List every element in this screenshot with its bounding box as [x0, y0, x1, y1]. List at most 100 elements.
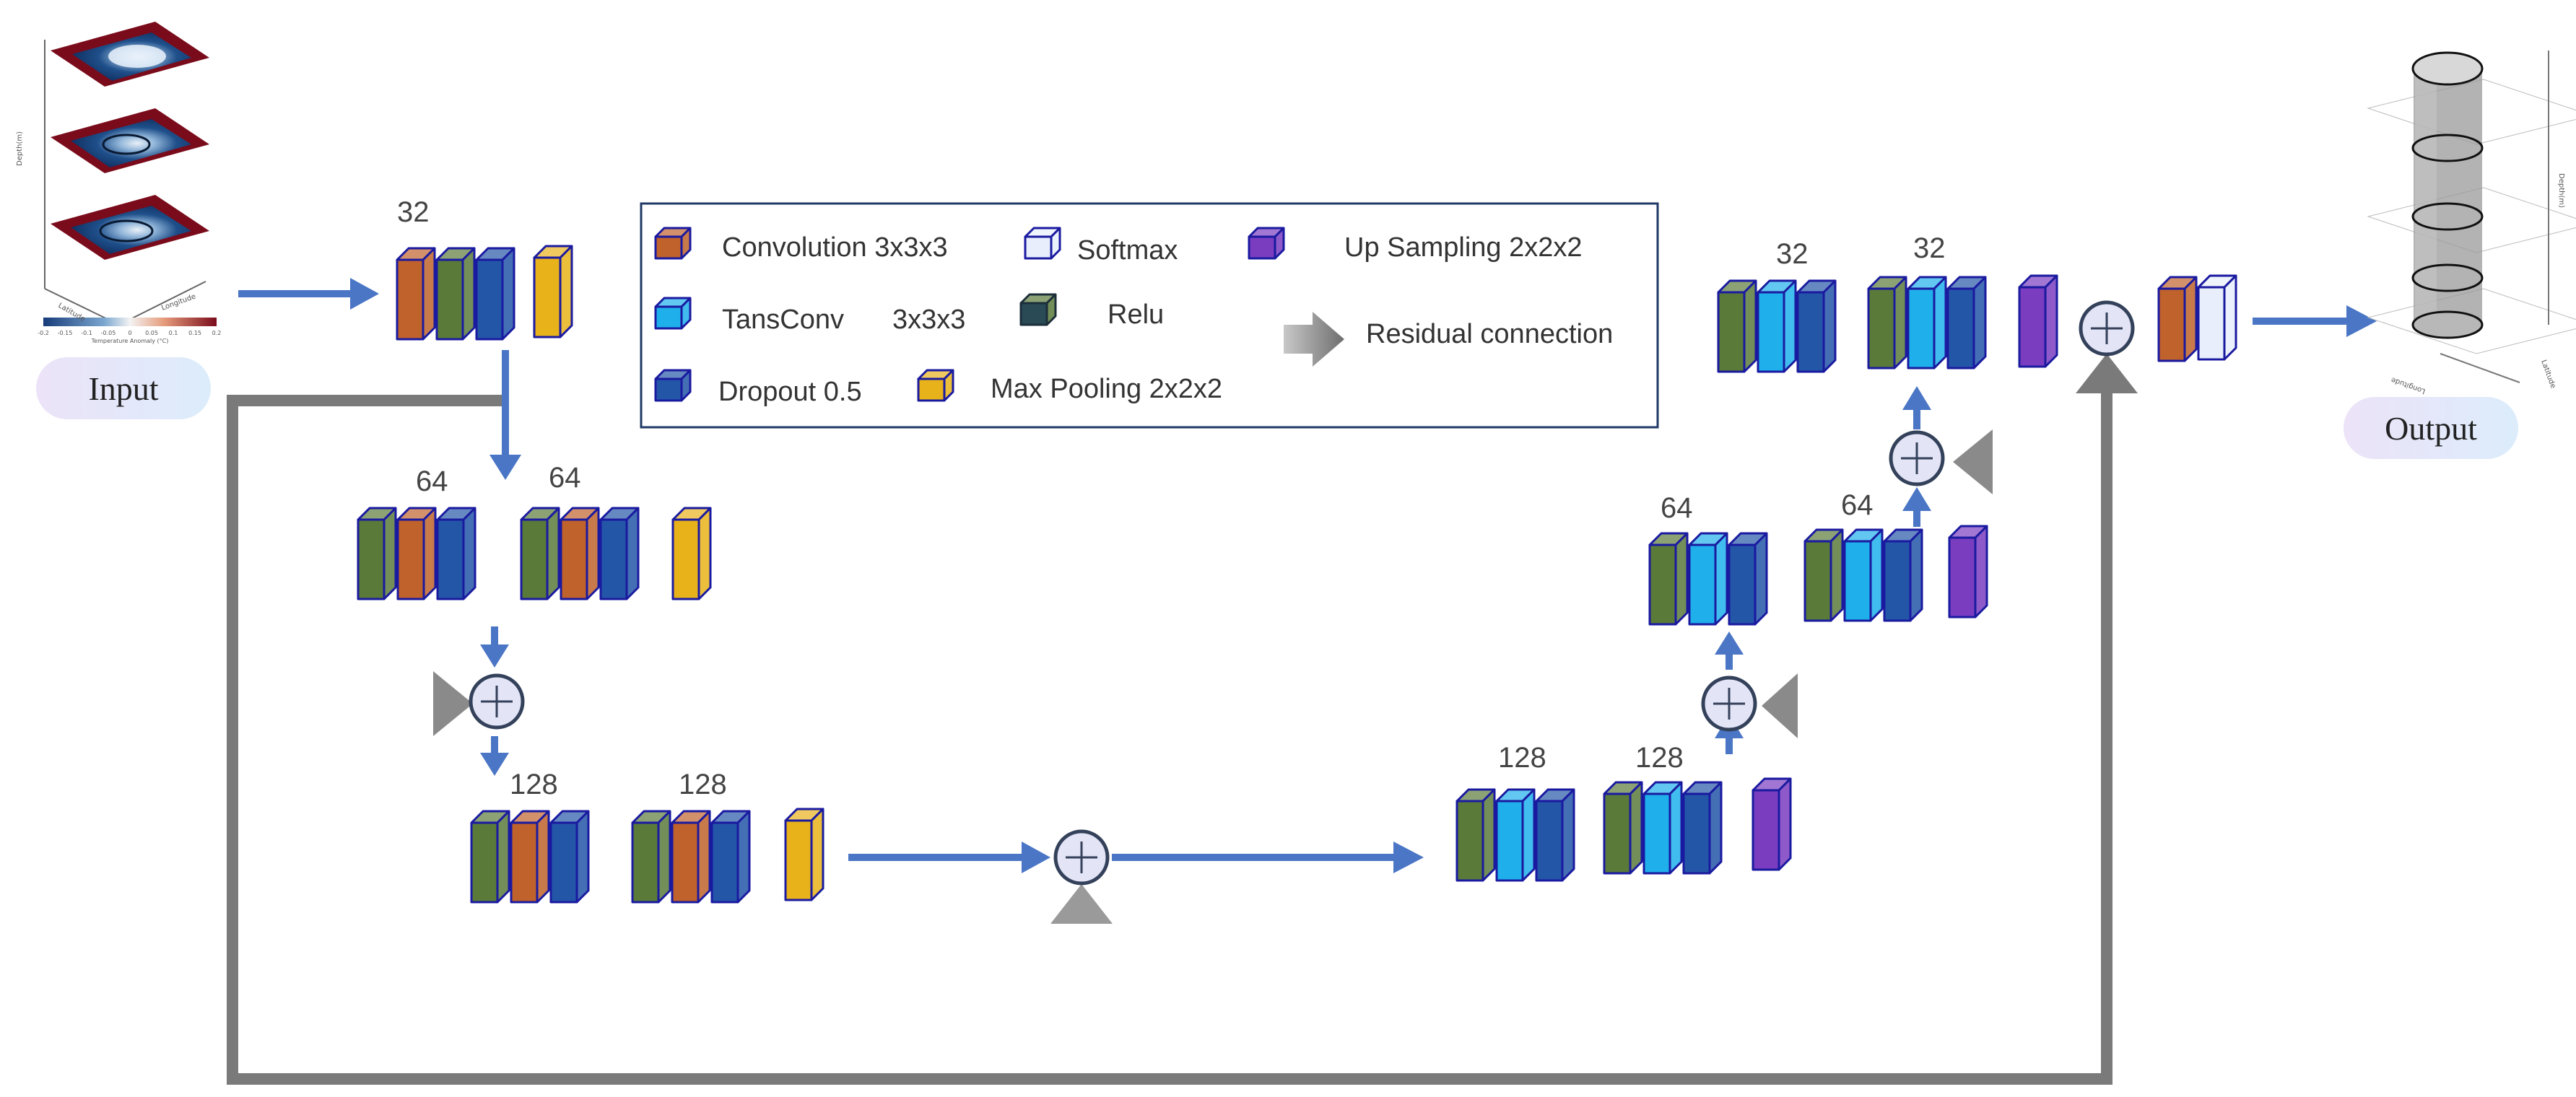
- input-colorbar-tick: -0.05: [101, 330, 116, 336]
- legend-maxpool-label: Max Pooling 2x2x2: [991, 374, 1223, 404]
- count-enc3b: 128: [679, 769, 727, 800]
- count-dec2a: 64: [1661, 492, 1693, 524]
- skip-dec3-arrowhead: [1762, 673, 1798, 738]
- input-colorbar-tick: 0: [128, 330, 131, 336]
- output-plot-xlabel: Longitude: [2390, 375, 2427, 395]
- dec2a-dropout-block-3: [1728, 532, 1768, 626]
- input-slice-bottom: [51, 195, 209, 260]
- count-enc2b: 64: [549, 462, 581, 494]
- legend-softmax-label: Softmax: [1077, 235, 1178, 266]
- dec2-upsampling-block: [1948, 525, 1988, 619]
- input-colorbar-label: Temperature Anomaly (°C): [91, 338, 169, 344]
- legend-upsampling-icon: [1248, 227, 1285, 260]
- legend-frame: [640, 202, 1659, 429]
- skip-enc2-arrowhead: [433, 671, 473, 736]
- enc2b-relu-block-1: [520, 507, 560, 600]
- enc3a-dropout-block-3: [549, 810, 590, 904]
- dec2b-dropout-block-3: [1883, 528, 1923, 622]
- output-plot-ylabel: Latitude: [2539, 359, 2557, 389]
- dec3-upsampling-block: [1752, 777, 1792, 871]
- dec3b-transconv-block-2: [1642, 781, 1683, 875]
- dec3a-transconv-block-2: [1495, 788, 1536, 882]
- skip-dec2-arrowhead: [1953, 429, 1993, 494]
- input-label: Input: [36, 357, 211, 419]
- enc1-maxpool-block: [533, 245, 573, 338]
- dec2a-relu-block-1: [1648, 532, 1689, 626]
- flow-arrows: [238, 278, 2377, 873]
- input-colorbar: [43, 318, 217, 326]
- dec1b-relu-block-1: [1867, 276, 1907, 370]
- enc1-dropout-block-3: [475, 247, 515, 341]
- dec2b-relu-block-1: [1803, 528, 1844, 622]
- enc1-convolution-block-1: [396, 247, 436, 341]
- sum-nodes: [469, 300, 2135, 886]
- legend-relu-label: Relu: [1108, 300, 1165, 330]
- legend-upsampling-label: Up Sampling 2x2x2: [1344, 232, 1583, 263]
- legend-dropout-icon: [654, 369, 692, 402]
- input-plot-ylabel: Depth(m): [16, 131, 24, 166]
- legend-transconv-kernel-label: 3x3x3: [892, 305, 966, 335]
- dec1b-transconv-block-2: [1907, 276, 1947, 370]
- enc3-maxpool-block: [784, 808, 824, 901]
- count-enc3a: 128: [510, 769, 558, 800]
- output-cylinder: [2411, 51, 2484, 339]
- output-softmax-block: [2197, 274, 2237, 361]
- count-dec1a: 32: [1776, 238, 1809, 270]
- input-colorbar-tick: 0.1: [169, 330, 178, 336]
- sum-node-dec1: [2079, 300, 2135, 357]
- dec1a-transconv-block-2: [1757, 279, 1797, 373]
- enc1-relu-block-2: [435, 247, 476, 341]
- enc2b-convolution-block-2: [560, 507, 600, 600]
- input-colorbar-tick: 0.05: [145, 330, 158, 336]
- legend-transconv-label: TansConv: [722, 305, 844, 335]
- enc3a-convolution-block-2: [510, 810, 550, 904]
- input-colorbar-tick: -0.1: [81, 330, 92, 336]
- dec1a-relu-block-1: [1717, 279, 1757, 373]
- count-dec2b: 64: [1841, 489, 1874, 521]
- dec3a-relu-block-1: [1455, 788, 1496, 882]
- dec3b-relu-block-1: [1603, 781, 1643, 875]
- sum-node-bottleneck: [1053, 829, 1110, 886]
- legend-convolution-label: Convolution 3x3x3: [722, 232, 948, 263]
- input-slice-top: [51, 22, 209, 87]
- legend: [640, 202, 1659, 429]
- outer-skip-line: [227, 393, 2112, 1085]
- legend-transconv-icon: [654, 297, 692, 330]
- enc3b-convolution-block-2: [671, 810, 711, 904]
- legend-residual-arrow-icon: [1284, 312, 1344, 367]
- legend-softmax-icon: [1024, 227, 1061, 260]
- count-enc2a: 64: [416, 466, 448, 497]
- enc3a-relu-block-1: [470, 810, 510, 904]
- sum-node-dec2: [1889, 430, 1945, 486]
- dec1-upsampling-block: [2018, 274, 2058, 368]
- legend-maxpool-icon: [917, 369, 954, 402]
- enc2a-convolution-block-2: [396, 507, 437, 600]
- dec2a-transconv-block-2: [1688, 532, 1728, 626]
- legend-residual-label: Residual connection: [1366, 319, 1614, 349]
- skip-dec1-arrowhead: [2076, 354, 2138, 393]
- enc3b-relu-block-1: [631, 810, 671, 904]
- input-colorbar-tick: -0.2: [38, 330, 49, 336]
- input-slice-middle: [51, 108, 209, 173]
- output-plot-zlabel: Depth(m): [2557, 173, 2565, 208]
- input-plot: Depth(m) Longitude Latitude Temperature …: [16, 22, 221, 344]
- enc2-maxpool-block: [671, 507, 712, 600]
- output-plot: Depth(m) Longitude Latitude: [2367, 51, 2576, 395]
- output-convolution-block: [2157, 276, 2198, 362]
- sum-node-dec3: [1701, 676, 1757, 732]
- input-colorbar-tick: 0.15: [188, 330, 201, 336]
- legend-convolution-icon: [654, 227, 692, 260]
- count-enc1: 32: [397, 196, 430, 228]
- enc3b-dropout-block-3: [710, 810, 751, 904]
- enc2b-dropout-block-3: [599, 507, 640, 600]
- legend-dropout-label: Dropout 0.5: [718, 377, 862, 407]
- output-label: Output: [2344, 397, 2518, 459]
- layer-blocks: [357, 245, 2237, 904]
- dec3a-dropout-block-3: [1535, 788, 1575, 882]
- skip-bottleneck-arrowhead: [1050, 884, 1113, 924]
- residual-skip-lines: [227, 354, 2138, 1085]
- input-colorbar-tick: -0.15: [58, 330, 73, 336]
- dec1b-dropout-block-3: [1946, 276, 1987, 370]
